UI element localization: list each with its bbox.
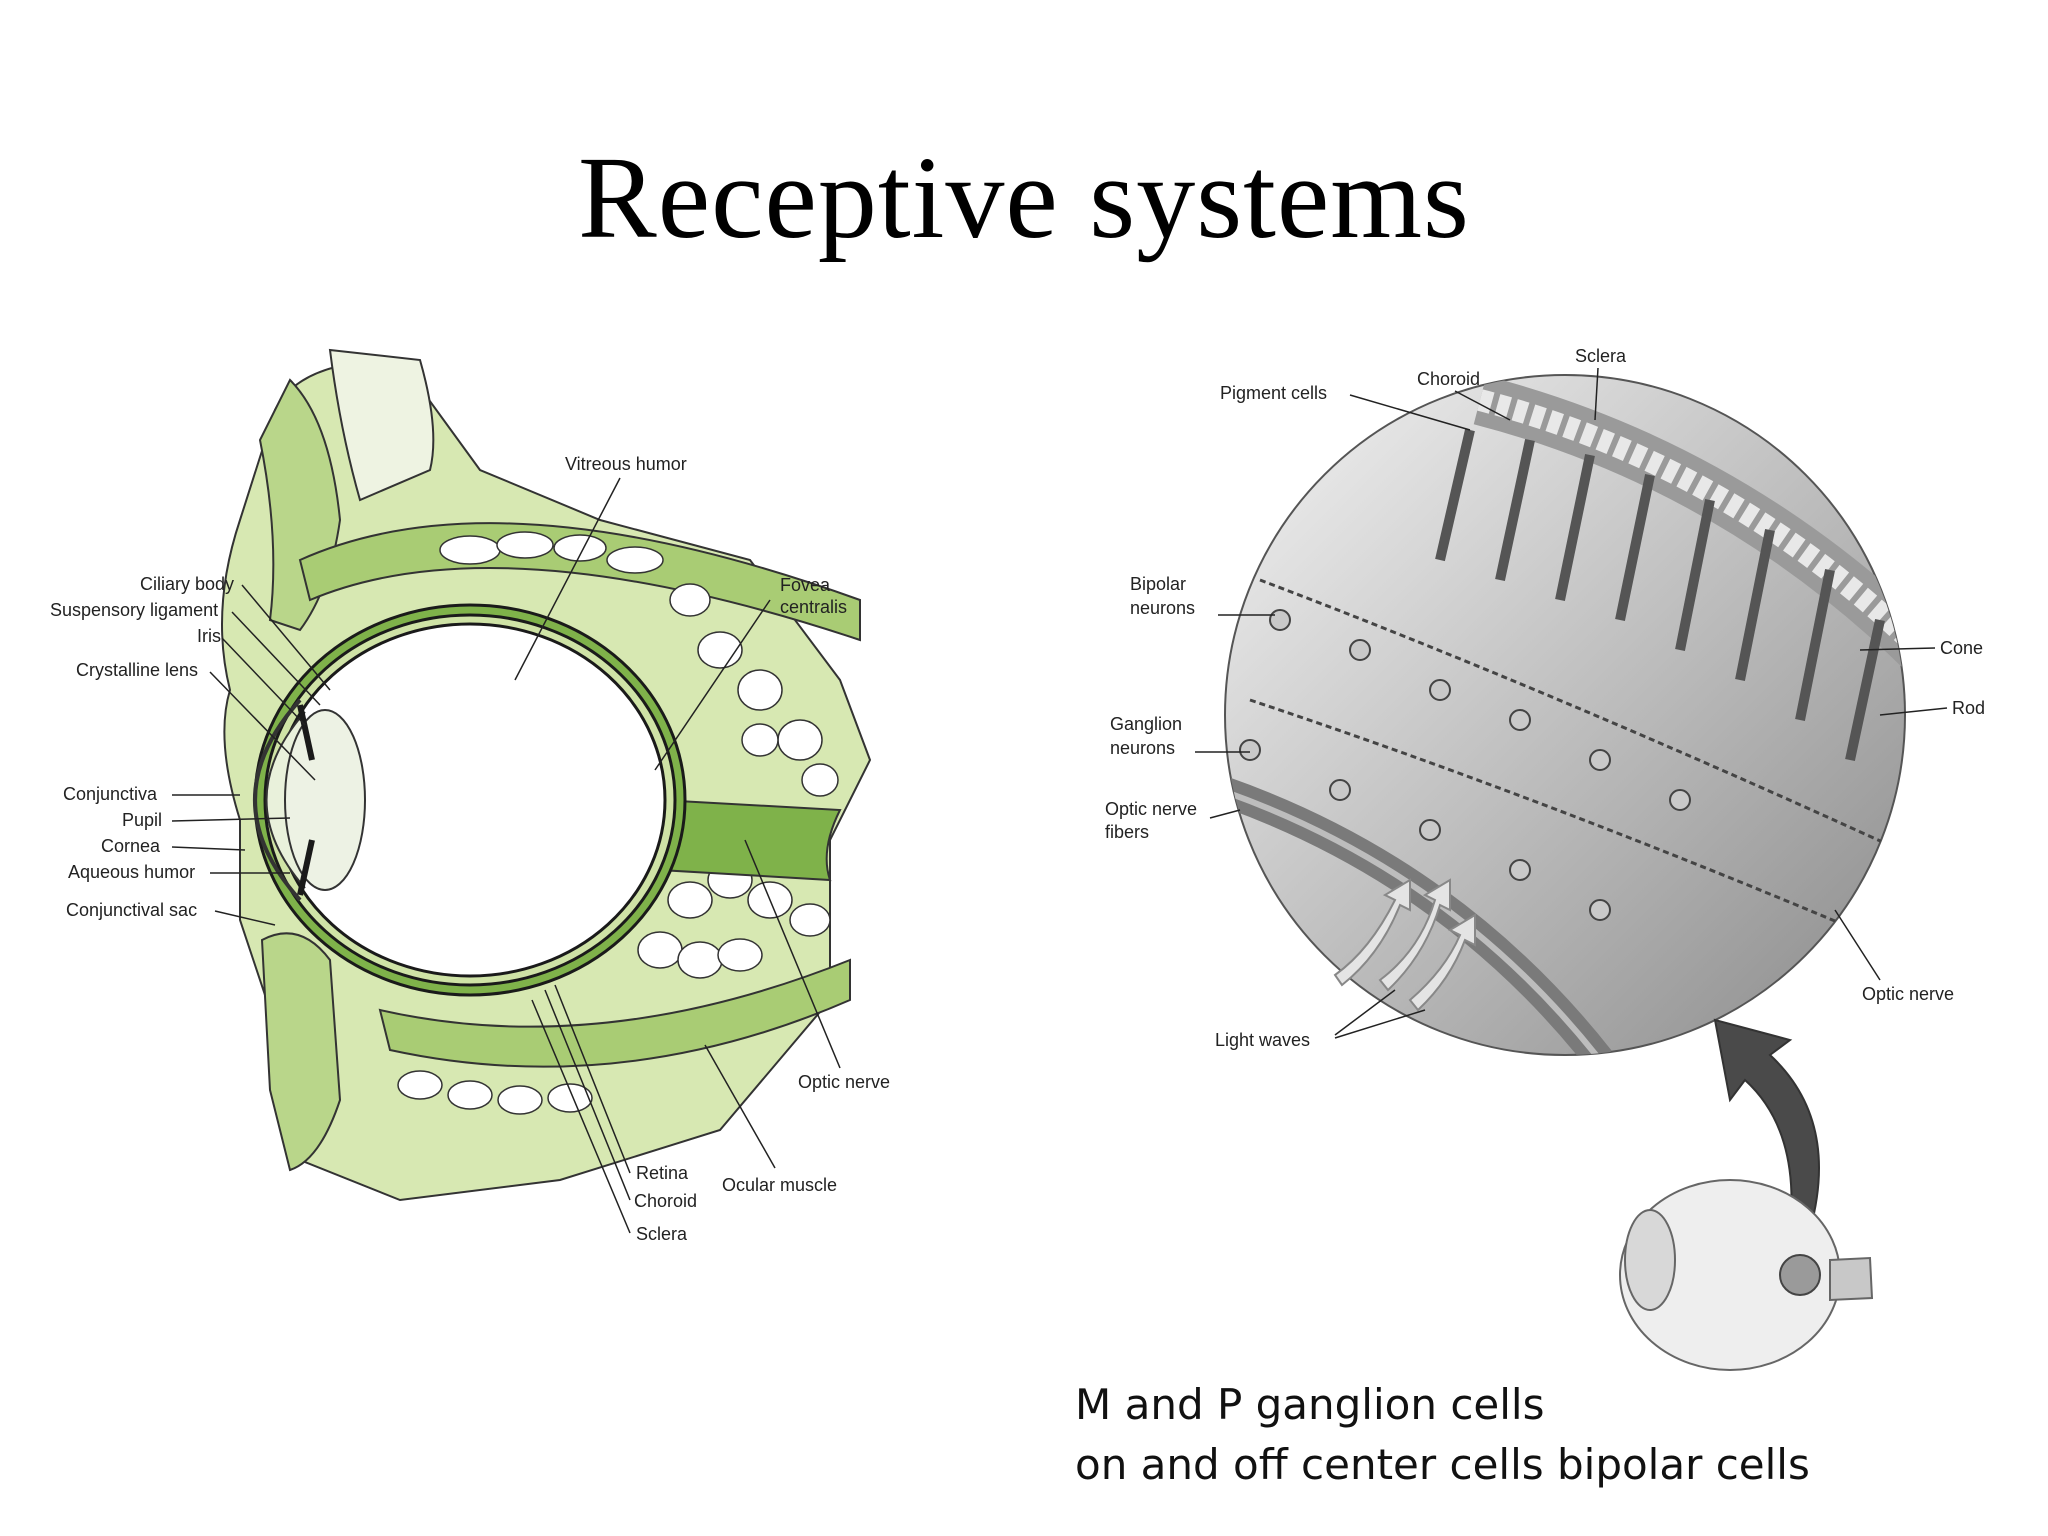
label-cornea: Cornea bbox=[101, 836, 161, 856]
label-ciliary-body: Ciliary body bbox=[140, 574, 234, 594]
leader-line bbox=[1334, 989, 1396, 1036]
leader-line bbox=[514, 477, 621, 681]
label-ocular-muscle: Ocular muscle bbox=[722, 1175, 837, 1195]
superior-orbital-bone bbox=[328, 348, 435, 502]
crystalline-lens-shape bbox=[284, 709, 366, 891]
label-optic-nerve: Optic nerve bbox=[798, 1072, 890, 1092]
label-cone: Cone bbox=[1940, 638, 1983, 658]
light-wave-arrows bbox=[1333, 878, 1476, 1012]
label-conjunctiva: Conjunctiva bbox=[63, 784, 158, 804]
label-iris: Iris bbox=[197, 626, 221, 646]
label-rod: Rod bbox=[1952, 698, 1985, 718]
label-choroid-retina: Choroid bbox=[1417, 369, 1480, 389]
label-optic-fibers-line2: fibers bbox=[1105, 822, 1149, 842]
label-optic-nerve-retina: Optic nerve bbox=[1862, 984, 1954, 1004]
leader-line bbox=[1454, 390, 1511, 421]
label-sclera: Sclera bbox=[636, 1224, 688, 1244]
orbital-fat-upper bbox=[439, 531, 839, 797]
cornea-shape bbox=[253, 698, 302, 902]
label-suspensory-ligament: Suspensory ligament bbox=[50, 600, 218, 620]
leader-line bbox=[1334, 1009, 1426, 1039]
leader-line bbox=[744, 839, 841, 1069]
caption-line-1: M and P ganglion cells bbox=[1075, 1380, 1545, 1429]
slide-title: Receptive systems bbox=[578, 132, 1470, 263]
caption-line-2: on and off center cells bipolar cells bbox=[1075, 1440, 1810, 1489]
slide-caption: M and P ganglion cells on and off center… bbox=[1075, 1375, 1810, 1495]
leader-line bbox=[214, 910, 276, 926]
small-eyeball-illustration bbox=[1619, 1179, 1874, 1371]
label-pupil: Pupil bbox=[122, 810, 162, 830]
label-aqueous-humor: Aqueous humor bbox=[68, 862, 195, 882]
lower-eyelid bbox=[260, 932, 342, 1172]
optic-nerve-shape bbox=[659, 798, 842, 882]
neuron-cell-bodies bbox=[1239, 609, 1691, 921]
label-pigment-cells: Pigment cells bbox=[1220, 383, 1327, 403]
label-ganglion-line1: Ganglion bbox=[1110, 714, 1182, 734]
zoom-arrow bbox=[1713, 1018, 1820, 1231]
leader-line bbox=[554, 984, 631, 1174]
leader-line bbox=[221, 637, 306, 726]
leader-line bbox=[704, 1044, 776, 1169]
label-fovea-line1: Fovea bbox=[780, 575, 831, 595]
leader-line bbox=[1349, 394, 1471, 431]
leader-line bbox=[231, 611, 321, 706]
leader-line bbox=[1859, 647, 1936, 651]
label-bipolar-line1: Bipolar bbox=[1130, 574, 1186, 594]
leader-line bbox=[544, 989, 631, 1201]
inferior-muscle bbox=[378, 958, 851, 1068]
label-bipolar-line2: neurons bbox=[1130, 598, 1195, 618]
leader-line bbox=[1209, 809, 1241, 819]
leader-line bbox=[531, 999, 631, 1234]
label-conjunctival-sac: Conjunctival sac bbox=[66, 900, 197, 920]
label-sclera-retina: Sclera bbox=[1575, 346, 1627, 366]
leader-line bbox=[1834, 909, 1881, 981]
label-light-waves: Light waves bbox=[1215, 1030, 1310, 1050]
iris-shape bbox=[297, 704, 315, 761]
label-choroid: Choroid bbox=[634, 1191, 697, 1211]
label-ganglion-line2: neurons bbox=[1110, 738, 1175, 758]
photoreceptor-cells bbox=[1435, 428, 1885, 762]
label-fovea-line2: centralis bbox=[780, 597, 847, 617]
leader-line bbox=[209, 671, 316, 781]
label-vitreous-humor: Vitreous humor bbox=[565, 454, 687, 474]
leader-line bbox=[1879, 707, 1948, 716]
label-retina: Retina bbox=[636, 1163, 689, 1183]
leader-line bbox=[171, 817, 291, 822]
label-crystalline-lens: Crystalline lens bbox=[76, 660, 198, 680]
label-optic-fibers-line1: Optic nerve bbox=[1105, 799, 1197, 819]
iris-shape-lower bbox=[297, 839, 315, 896]
leader-line bbox=[654, 599, 771, 771]
leader-line bbox=[241, 584, 331, 691]
leader-line bbox=[171, 846, 246, 851]
leader-line bbox=[1594, 367, 1599, 421]
